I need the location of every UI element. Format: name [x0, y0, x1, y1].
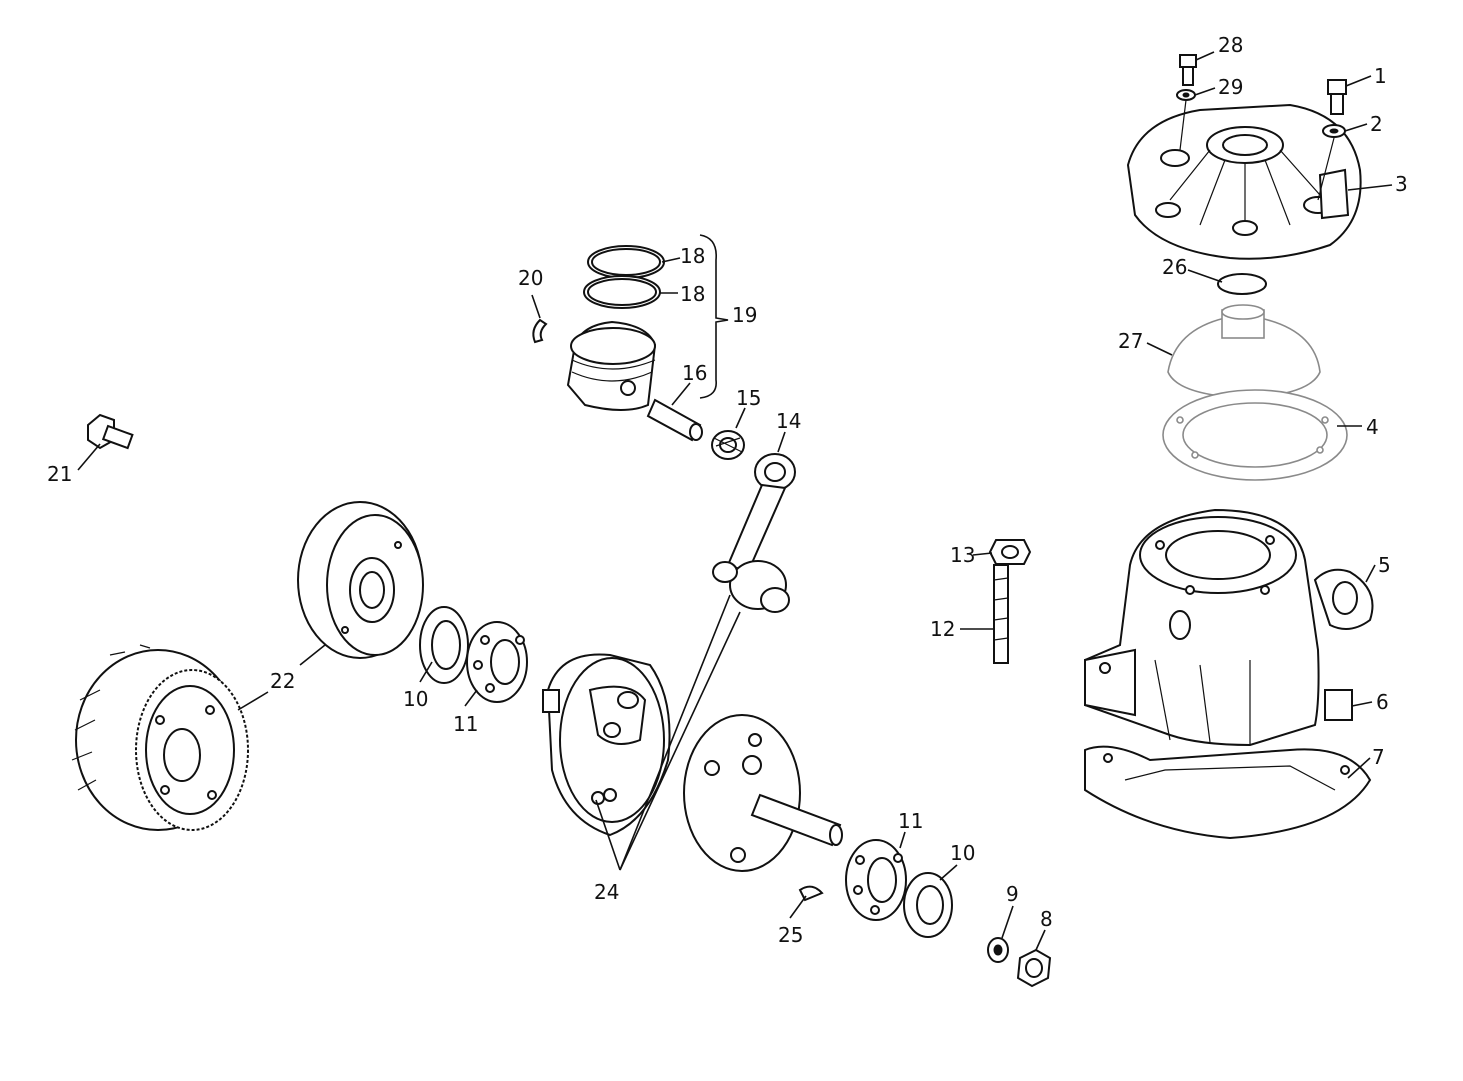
callout-18-top: 18 [680, 244, 705, 268]
base-gasket-7 [1084, 745, 1372, 840]
piston [566, 320, 657, 411]
callout-6: 6 [1376, 690, 1389, 714]
stud-12 [993, 564, 1009, 664]
circlip-20 [532, 318, 548, 344]
washer-9 [987, 937, 1009, 963]
piston-pin-16 [646, 398, 703, 442]
callout-24: 24 [594, 880, 619, 904]
washer-2 [1322, 124, 1346, 138]
head-bolt-1 [1327, 79, 1347, 115]
callout-9: 9 [1006, 882, 1019, 906]
callout-2: 2 [1370, 112, 1383, 136]
callout-25: 25 [778, 923, 803, 947]
callout-11-right: 11 [898, 809, 923, 833]
callout-28: 28 [1218, 33, 1243, 57]
cylinder [1084, 508, 1374, 747]
callout-29: 29 [1218, 75, 1243, 99]
clutch-basket [71, 644, 249, 831]
cylinder-head [1126, 103, 1362, 260]
main-bearing-11-right [845, 839, 907, 921]
callout-10-right: 10 [950, 841, 975, 865]
connecting-rod-14 [712, 453, 796, 613]
callout-7: 7 [1372, 745, 1385, 769]
washer-29 [1176, 89, 1196, 101]
nut-8 [1016, 948, 1052, 988]
combustion-insert-27 [1167, 304, 1321, 399]
callout-12: 12 [930, 617, 955, 641]
callout-19: 19 [732, 303, 757, 327]
callout-26: 26 [1162, 255, 1187, 279]
leader-lines [77, 51, 1393, 951]
crankshaft-right-half [683, 714, 843, 872]
woodruff-key-25 [798, 885, 824, 902]
callout-labels: 1 2 3 4 5 6 7 8 9 10 10 11 11 12 13 14 1… [47, 33, 1408, 947]
needle-bearing-15 [711, 430, 745, 460]
callout-13: 13 [950, 543, 975, 567]
callout-16: 16 [682, 361, 707, 385]
head-bolt-28 [1179, 54, 1197, 86]
callout-27: 27 [1118, 329, 1143, 353]
piston-rings-18 [583, 245, 665, 309]
head-gasket-4 [1162, 389, 1348, 481]
flywheel-22 [297, 501, 424, 659]
main-bearing-11-left [466, 621, 528, 703]
callout-10-left: 10 [403, 687, 428, 711]
nut-13 [988, 539, 1032, 565]
callout-8: 8 [1040, 907, 1053, 931]
callout-15: 15 [736, 386, 761, 410]
callout-1: 1 [1374, 64, 1387, 88]
oil-seal-10-right [903, 872, 953, 938]
callout-21: 21 [47, 462, 72, 486]
callout-4: 4 [1366, 415, 1379, 439]
callout-22: 22 [270, 669, 295, 693]
callout-20: 20 [518, 266, 543, 290]
bolt-21 [87, 413, 134, 450]
callout-14: 14 [776, 409, 801, 433]
callout-18-bottom: 18 [680, 282, 705, 306]
crankshaft-left-half [542, 653, 671, 837]
callout-3: 3 [1395, 172, 1408, 196]
oil-seal-10-left [419, 606, 469, 684]
callout-5: 5 [1378, 553, 1391, 577]
callout-11-left: 11 [453, 712, 478, 736]
o-ring-26 [1217, 273, 1267, 295]
